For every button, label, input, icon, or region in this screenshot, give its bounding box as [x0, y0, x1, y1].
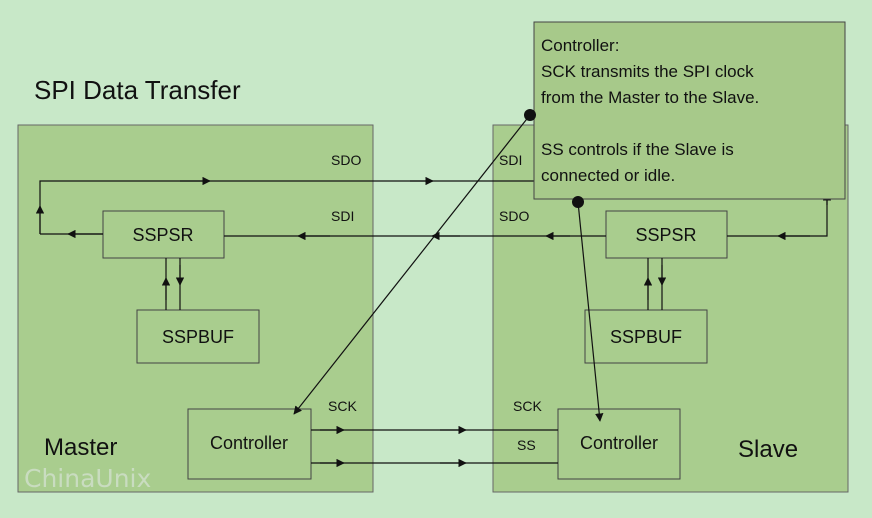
master-sdo-label: SDO: [331, 152, 361, 168]
callout-pointer-sck: [293, 109, 536, 415]
master-sspsr-box: [102, 210, 225, 259]
master-label: Master: [44, 434, 117, 461]
slave-controller-label: Controller: [580, 433, 658, 453]
slave-sspsr-box: [605, 210, 728, 259]
slave-sspbuf-label: SSPBUF: [610, 327, 682, 347]
master-sspbuf-box: [136, 309, 260, 364]
callout-line-1: Controller:: [541, 36, 619, 55]
watermark: ChinaUnix: [24, 464, 151, 493]
slave-ss-label: SS: [517, 437, 536, 453]
slave-label: Slave: [738, 436, 798, 463]
master-sdi-label: SDI: [331, 208, 354, 224]
slave-buf-arrows: [643, 258, 667, 310]
master-buf-arrows: [161, 258, 185, 310]
callout-line-2: SCK transmits the SPI clock: [541, 62, 754, 81]
sdo-to-sdi-line: [35, 176, 535, 239]
slave-sdo-label: SDO: [499, 208, 529, 224]
slave-sspsr-label: SSPSR: [635, 225, 696, 245]
slave-controller-box: [557, 408, 681, 480]
master-controller-label: Controller: [210, 433, 288, 453]
callout-box: [533, 21, 846, 200]
callout-line-3: from the Master to the Slave.: [541, 88, 759, 107]
master-sspbuf-label: SSPBUF: [162, 327, 234, 347]
master-controller-box: [187, 408, 312, 480]
slave-sck-label: SCK: [513, 398, 542, 414]
master-sspsr-label: SSPSR: [132, 225, 193, 245]
callout-pointer-ss: [572, 196, 604, 422]
slave-sspbuf-box: [584, 309, 708, 364]
callout-line-4: SS controls if the Slave is: [541, 140, 734, 159]
callout-line-5: connected or idle.: [541, 166, 675, 185]
master-sck-label: SCK: [328, 398, 357, 414]
page-title: SPI Data Transfer: [34, 75, 241, 105]
slave-sdi-label: SDI: [499, 152, 522, 168]
